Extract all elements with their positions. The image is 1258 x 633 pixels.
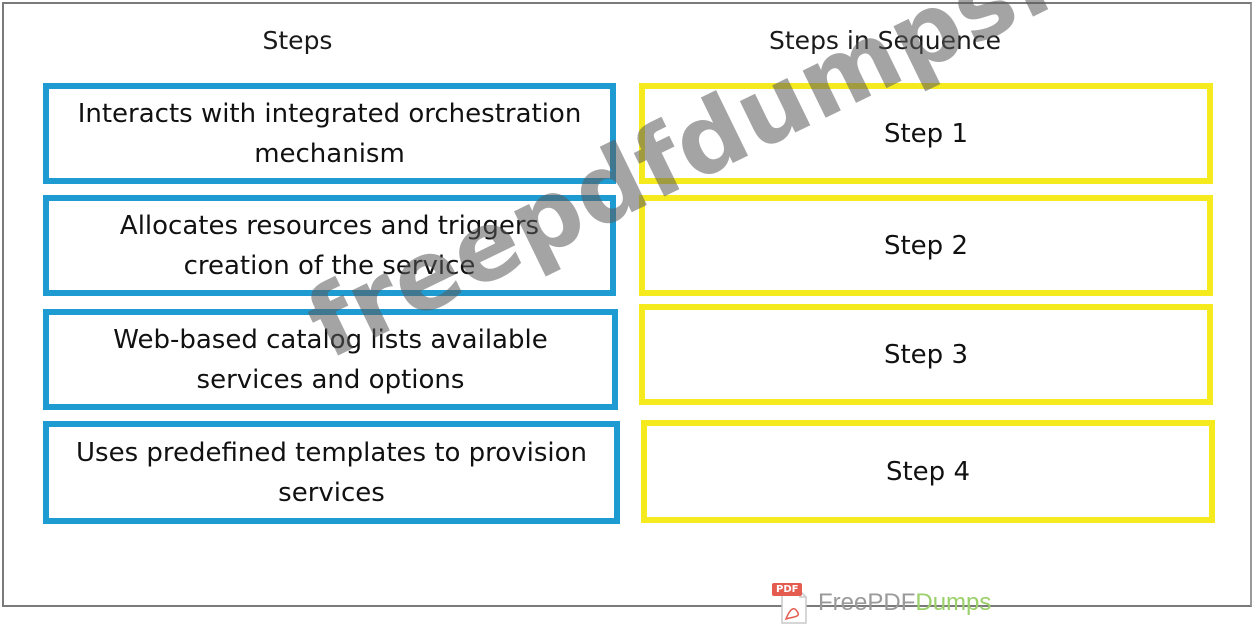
step-item-1[interactable]: Interacts with integrated orchestration … (43, 83, 616, 184)
sequence-slot-label: Step 4 (885, 456, 970, 487)
step-item-2[interactable]: Allocates resources and triggers creatio… (43, 195, 616, 296)
logo-word-dumps: Dumps (915, 589, 992, 616)
sequence-slot-label: Step 3 (883, 339, 968, 370)
step-item-line: Allocates resources and triggers (119, 210, 540, 241)
logo-word-pdf: PDF (867, 589, 916, 616)
step-item-line: Web-based catalog lists available (113, 324, 548, 355)
steps-heading: Steps (262, 26, 333, 55)
pdf-badge-text: PDF (772, 583, 803, 596)
step-item-text: Uses predefined templates to provision s… (76, 433, 587, 513)
step-item-3[interactable]: Web-based catalog lists available servic… (43, 309, 618, 410)
sequence-slot-2[interactable]: Step 2 (639, 195, 1213, 296)
step-item-4[interactable]: Uses predefined templates to provision s… (43, 421, 620, 524)
step-item-text: Allocates resources and triggers creatio… (120, 206, 539, 286)
sequence-slot-3[interactable]: Step 3 (639, 304, 1213, 405)
logo-word-free: Free (818, 589, 868, 616)
step-item-text: Web-based catalog lists available servic… (113, 320, 547, 400)
step-item-line: creation of the service (183, 250, 476, 281)
pdf-file-icon: PDF (772, 583, 812, 624)
sequence-slot-label: Step 2 (883, 230, 968, 261)
diagram-frame (2, 2, 1252, 607)
step-item-line: Uses predefined templates to provision (76, 437, 587, 468)
sequence-slot-label: Step 1 (883, 118, 968, 149)
freepdfdumps-logo: PDF FreePDFDumps (772, 583, 991, 624)
step-item-line: services and options (196, 364, 465, 395)
logo-wordmark: FreePDFDumps (818, 589, 991, 617)
step-item-line: mechanism (254, 138, 405, 169)
step-item-line: services (278, 477, 385, 508)
sequence-slot-4[interactable]: Step 4 (641, 420, 1215, 523)
step-item-text: Interacts with integrated orchestration … (78, 94, 582, 174)
steps-in-sequence-heading: Steps in Sequence (769, 26, 1001, 55)
step-item-line: Interacts with integrated orchestration (77, 98, 582, 129)
sequence-slot-1[interactable]: Step 1 (639, 83, 1213, 184)
